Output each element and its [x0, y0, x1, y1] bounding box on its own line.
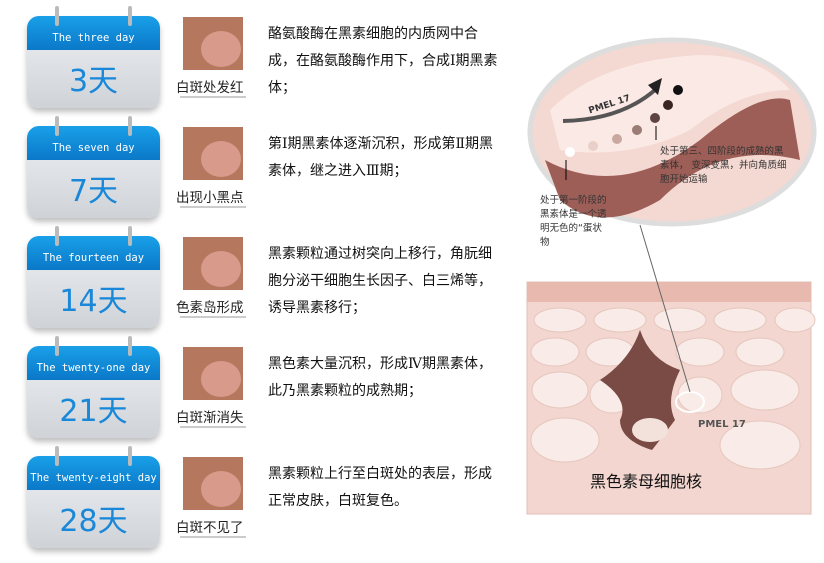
day-number: 3天: [68, 64, 119, 99]
divider: [180, 316, 246, 318]
skin-photo: [183, 237, 243, 290]
melanosome-dots: [565, 85, 683, 157]
stage-description: 酪氨酸酶在黑素细胞的内质网中合成，在酪氨酸酶作用下，合成Ⅰ期黑素体；: [268, 26, 498, 96]
stage-description: 黑素颗粒通过树突向上移行，角朊细胞分泌干细胞生长因子、白三烯等，诱导黑素移行；: [268, 246, 492, 316]
day-english: The seven day: [52, 142, 135, 154]
pmel-label: PMEL 17: [698, 419, 746, 430]
stage1-note: 处于第一阶段的黑素体是一个透明无色的“蛋状物: [540, 195, 607, 248]
day-number: 7天: [68, 174, 119, 209]
nucleus-label: 黑色素母细胞核: [590, 472, 703, 491]
skin-photo: [183, 127, 243, 180]
calendar-icon: The three day 3天: [27, 6, 160, 108]
melanocyte: [600, 330, 680, 450]
day-number: 21天: [59, 394, 128, 429]
day-english: The fourteen day: [42, 252, 145, 264]
divider: [180, 96, 246, 98]
calendar-icon: The twenty-eight day 28天: [27, 446, 160, 548]
day-english: The three day: [52, 32, 135, 44]
calendar-icon: The fourteen day 14天: [27, 226, 160, 328]
skin-photo: [183, 347, 243, 400]
day-english: The twenty-eight day: [30, 472, 157, 484]
calendar-icon: The twenty-one day 21天: [27, 336, 160, 438]
stage-row: The seven day 7天 出现小黑点 第Ⅰ期黑素体逐渐沉积，形成第Ⅱ期黑…: [0, 116, 520, 228]
melanocyte-nucleus: [632, 418, 668, 442]
divider: [180, 426, 246, 428]
stage-description: 黑素颗粒上行至白斑处的表层，形成正常皮肤，白斑复色。: [268, 466, 492, 509]
skin-photo: [183, 17, 243, 70]
day-number: 28天: [59, 504, 128, 539]
calendar-icon: The seven day 7天: [27, 116, 160, 218]
stage-description: 黑色素大量沉积，形成Ⅳ期黑素体，此乃黑素颗粒的成熟期；: [268, 356, 492, 399]
day-number: 14天: [59, 284, 128, 319]
divider: [180, 536, 246, 538]
stage34-note: 处于第三、四阶段的成熟的黑素体， 变深变黑，并向角质细胞开始运输: [660, 146, 787, 185]
day-english: The twenty-one day: [36, 362, 151, 374]
photo-caption: 白斑渐消失: [176, 410, 244, 426]
photo-caption: 白斑处发红: [176, 80, 244, 96]
stage-row: The fourteen day 14天 色素岛形成 黑素颗粒通过树突向上移行，…: [0, 226, 520, 338]
photo-caption: 出现小黑点: [176, 190, 244, 206]
stage-row: The twenty-one day 21天 白斑渐消失 黑色素大量沉积，形成Ⅳ…: [0, 336, 520, 448]
photo-caption: 白斑不见了: [176, 520, 244, 536]
photo-caption: 色素岛形成: [176, 300, 244, 316]
skin-photo: [183, 457, 243, 510]
stage-description: 第Ⅰ期黑素体逐渐沉积，形成第Ⅱ期黑素体，继之进入Ⅲ期；: [268, 136, 494, 179]
stage-row: The twenty-eight day 28天 白斑不见了 黑素颗粒上行至白斑…: [0, 446, 520, 558]
stage-row: The three day 3天 白斑处发红 酪氨酸酶在黑素细胞的内质网中合成，…: [0, 6, 520, 118]
divider: [180, 206, 246, 208]
